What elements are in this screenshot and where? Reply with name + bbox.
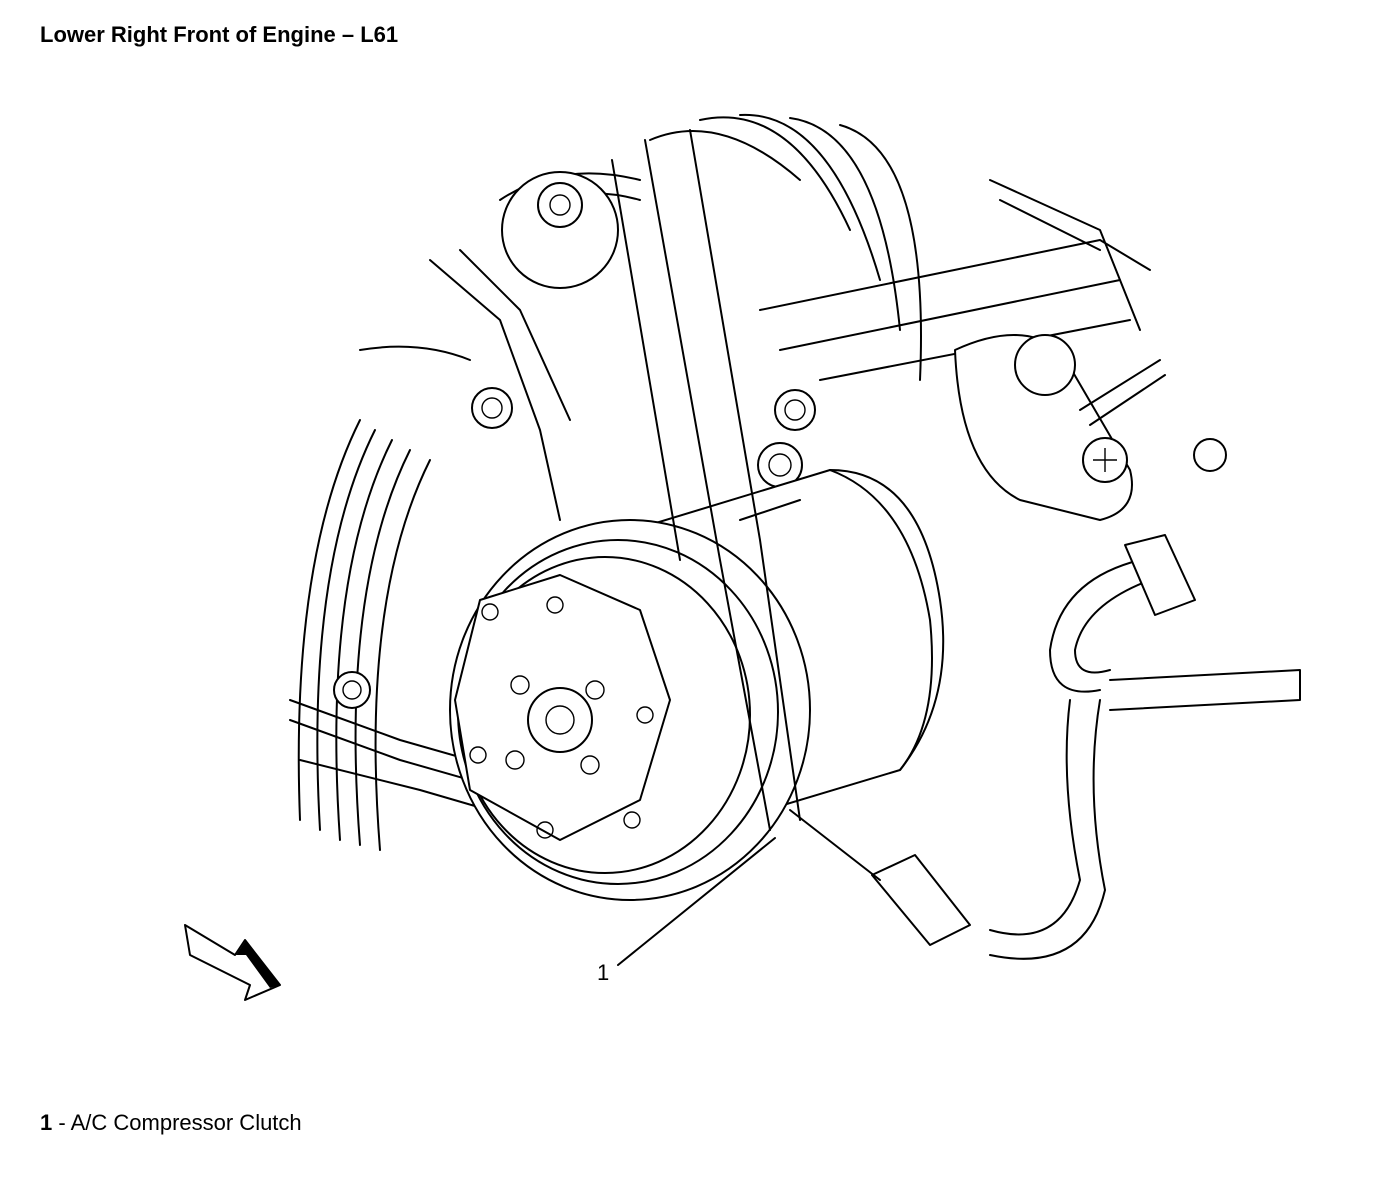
legend-item-1-separator: - [52,1110,71,1135]
ac-compressor-clutch [449,519,811,901]
left-pulley [297,419,431,851]
legend-item-1-number: 1 [40,1110,53,1135]
direction-arrow-icon [184,924,281,1001]
legend: 1 - A/C Compressor Clutch [40,1110,302,1136]
diagram-title: Lower Right Front of Engine – L61 [40,22,399,47]
drive-belt [611,129,801,831]
mounting-bolts [333,387,1227,709]
right-bracket [954,334,1166,521]
upper-pulley-arcs [499,113,922,381]
wiring-harness [789,534,1301,960]
callout-1-leader [617,837,776,966]
legend-item-1-label: A/C Compressor Clutch [70,1110,302,1135]
callout-1: 1 [597,960,610,985]
